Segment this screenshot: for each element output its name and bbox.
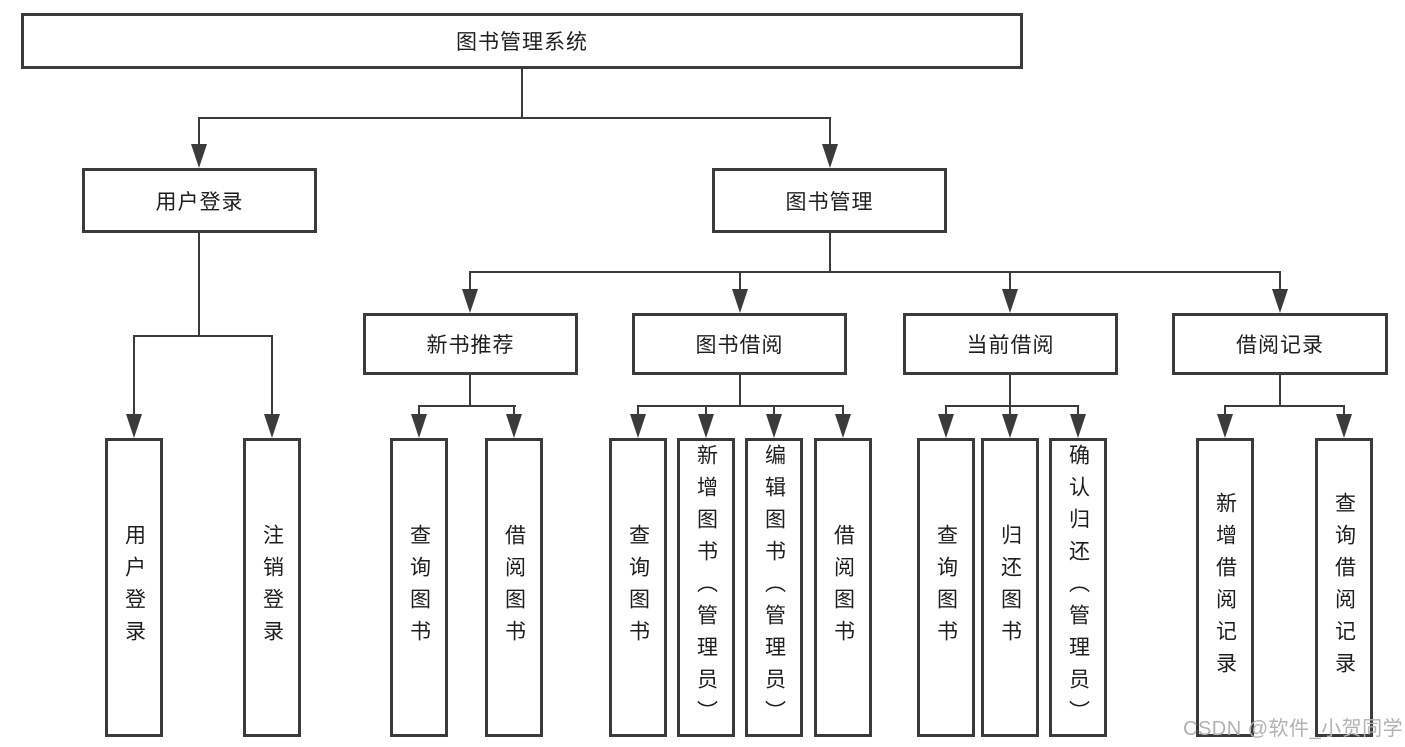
arrow-to-leaf-confirm-return (1070, 407, 1086, 438)
leaf-edit-book-admin: 编辑图书（管理员） (745, 438, 803, 737)
connector-book-borrow-stub (739, 374, 741, 407)
arrow-to-leaf-query-book-1 (411, 407, 427, 438)
arrow-to-borrow-record (1272, 273, 1288, 313)
leaf-query-borrow-record: 查询借阅记录 (1315, 438, 1373, 737)
arrow-to-leaf-return-book (1002, 407, 1018, 438)
arrow-to-book-borrow (732, 273, 748, 313)
leaf-borrow-book-2: 借阅图书 (814, 438, 872, 737)
node-user-login: 用户登录 (82, 168, 317, 233)
leaf-add-borrow-record: 新增借阅记录 (1196, 438, 1254, 737)
arrow-to-leaf-add-record (1217, 407, 1233, 438)
arrow-to-new-book-recommend (462, 273, 478, 313)
leaf-return-book: 归还图书 (981, 438, 1039, 737)
connector-book-management-stub (829, 233, 831, 273)
arrow-to-user-login (191, 119, 207, 168)
connector-user-login-branch (133, 335, 273, 337)
leaf-add-book-admin: 新增图书（管理员） (677, 438, 735, 737)
connector-user-login-stub (198, 233, 200, 337)
connector-new-book-branch (418, 405, 516, 407)
node-root-library-system: 图书管理系统 (21, 13, 1023, 69)
connector-new-book-stub (469, 374, 471, 407)
leaf-logout: 注销登录 (243, 438, 301, 737)
connector-root-stub (521, 66, 523, 119)
connector-borrow-record-branch (1224, 405, 1345, 407)
node-book-borrow: 图书借阅 (632, 313, 847, 375)
arrow-to-leaf-user-login (126, 337, 142, 438)
connector-root-branch (198, 117, 831, 119)
arrow-to-leaf-borrow-book-2 (835, 407, 851, 438)
connector-level3-branch (469, 271, 1281, 273)
arrow-to-leaf-add-book (698, 407, 714, 438)
csdn-watermark: CSDN @软件_小贺同学 (1183, 718, 1404, 740)
leaf-query-book-1: 查询图书 (390, 438, 448, 737)
arrow-to-leaf-query-book-2 (630, 407, 646, 438)
leaf-query-book-2: 查询图书 (609, 438, 667, 737)
arrow-to-leaf-borrow-book-1 (506, 407, 522, 438)
leaf-query-book-3: 查询图书 (917, 438, 975, 737)
connector-borrow-record-stub (1279, 374, 1281, 407)
connector-current-borrow-branch (945, 405, 1079, 407)
connector-current-borrow-stub (1009, 374, 1011, 407)
leaf-confirm-return-admin: 确认归还（管理员） (1049, 438, 1107, 737)
arrow-to-current-borrow (1002, 273, 1018, 313)
node-new-book-recommend: 新书推荐 (363, 313, 578, 375)
leaf-borrow-book-1: 借阅图书 (485, 438, 543, 737)
node-borrow-record: 借阅记录 (1172, 313, 1388, 375)
arrow-to-leaf-query-record (1336, 407, 1352, 438)
arrow-to-leaf-edit-book (766, 407, 782, 438)
node-book-management: 图书管理 (712, 168, 947, 233)
arrow-to-book-management (822, 119, 838, 168)
node-current-borrow: 当前借阅 (903, 313, 1118, 375)
connector-book-borrow-branch (637, 405, 844, 407)
leaf-user-login: 用户登录 (105, 438, 163, 737)
arrow-to-leaf-logout (264, 337, 280, 438)
arrow-to-leaf-query-book-3 (938, 407, 954, 438)
